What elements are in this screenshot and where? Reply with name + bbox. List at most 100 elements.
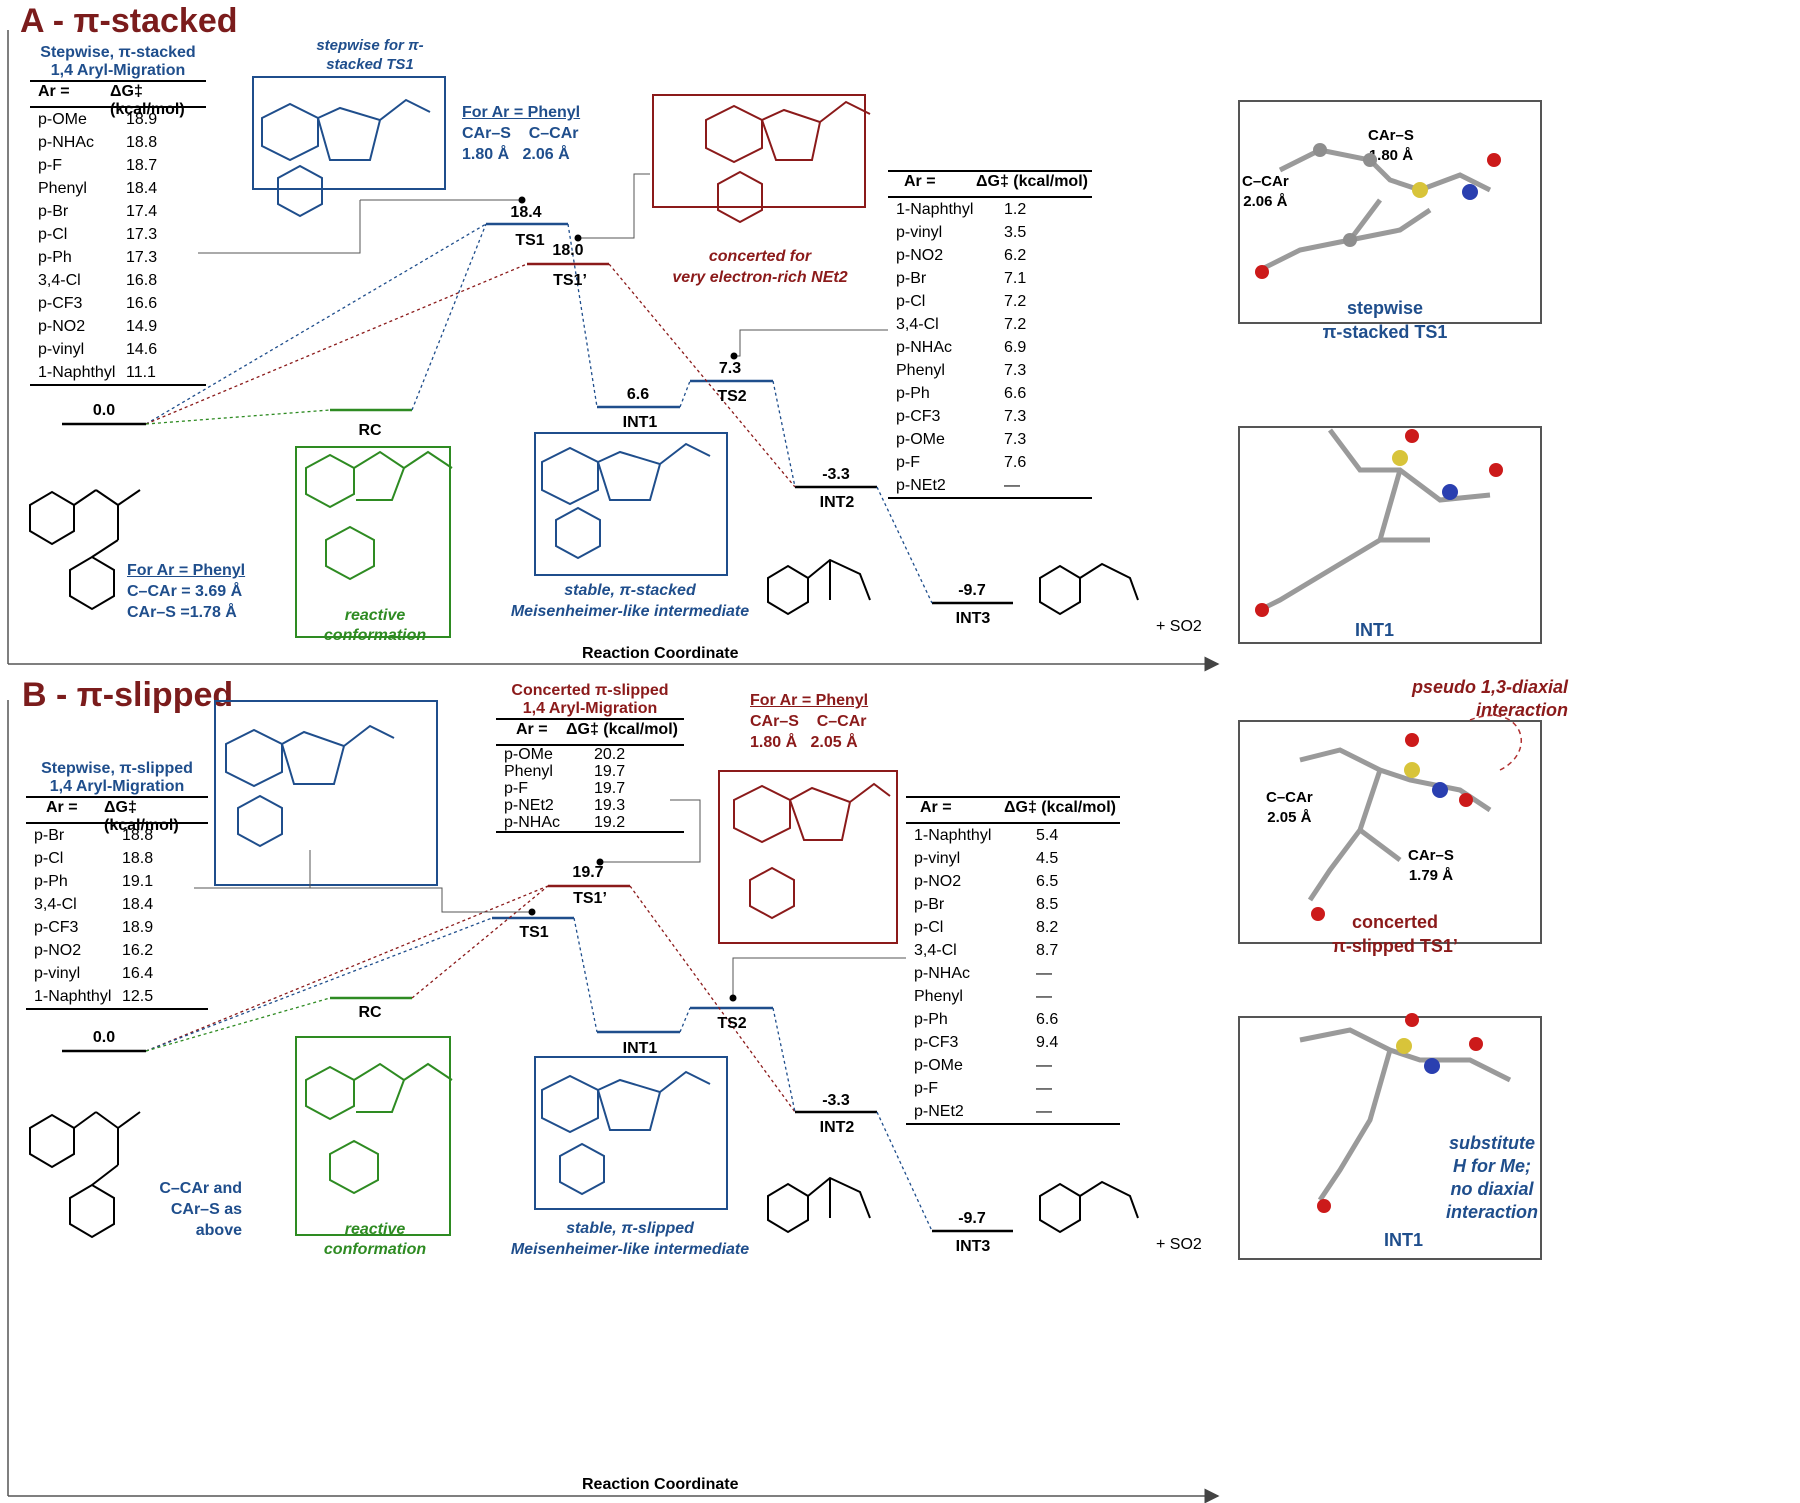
b-ts1p-3d-caption: concerted π-slipped TS1’: [1310, 910, 1480, 958]
cell-dg: 18.8: [126, 134, 158, 151]
panel-a-title: A - π-stacked: [20, 2, 238, 40]
b-3d-cc: C–CAr 2.05 Å: [1266, 788, 1313, 828]
level-a-ts1-label: TS1: [515, 232, 545, 249]
cell-ar: p-OMe: [38, 111, 87, 128]
caption-line: π-slipped TS1’: [1332, 936, 1458, 956]
b-phenyl-geom-box: For Ar = Phenyl CAr–S C–CAr 1.80 Å 2.05 …: [750, 690, 868, 753]
note-line: concerted for: [708, 248, 812, 265]
cell-dg: —: [1036, 965, 1052, 982]
table-row: p-NHAc—: [906, 962, 1120, 985]
diaxial-note: pseudo 1,3-diaxial interaction: [1368, 676, 1568, 722]
cell-ar: 1-Naphthyl: [914, 827, 992, 844]
level-a-ts2-value: 7.3: [718, 360, 742, 377]
bond-value: 1.80 Å: [1368, 147, 1414, 164]
cell-ar: p-F: [896, 454, 920, 471]
structure-sketches: [29, 98, 1139, 1239]
col-header: Ar =: [46, 799, 78, 816]
table-title: Stepwise, π-stacked: [40, 44, 196, 61]
cell-ar: p-Br: [914, 896, 945, 913]
cell-dg: 7.6: [1004, 454, 1027, 471]
note-line: conformation: [323, 1241, 427, 1258]
level-a-int2-label: INT2: [819, 494, 855, 511]
table-row: p-OMe—: [906, 1054, 1120, 1077]
note-line: C–CAr and: [159, 1180, 242, 1197]
panel-b-left-table: Stepwise, π-slipped 1,4 Aryl-Migration A…: [26, 760, 208, 1010]
level-a-ts1p-label: TS1’: [553, 272, 587, 289]
cell-dg: 9.4: [1036, 1034, 1059, 1051]
bond-label: C–CAr: [1266, 789, 1313, 806]
cell-dg: 6.2: [1004, 247, 1027, 264]
cell-ar: p-NO2: [896, 247, 944, 264]
table-rule: [26, 1008, 208, 1010]
level-a-int1-value: 6.6: [626, 386, 650, 403]
ts1-3d-caption: stepwise π-stacked TS1: [1300, 296, 1470, 344]
bond-label: CAr–S: [1408, 847, 1454, 864]
cell-ar: p-F: [504, 780, 528, 797]
cell-dg: 17.3: [126, 226, 158, 243]
cell-ar: 3,4-Cl: [34, 896, 77, 913]
note-line: CAr–S as above: [170, 1201, 242, 1239]
level-a-ts1-value: 18.4: [510, 204, 542, 221]
bond-label: C–CAr: [1242, 173, 1289, 190]
cell-ar: p-NO2: [34, 942, 82, 959]
level-b-0-value: 0.0: [92, 1029, 116, 1046]
cell-ar: p-NHAc: [38, 134, 95, 151]
cell-dg: 3.5: [1004, 224, 1027, 241]
ts1-3d-bracket: [1238, 100, 1542, 324]
cell-dg: 18.4: [122, 896, 154, 913]
level-b-ts1-label: TS1: [519, 924, 549, 941]
substitute-note: substitute H for Me; no diaxial interact…: [1432, 1132, 1552, 1224]
level-b-int2-value: -3.3: [822, 1092, 850, 1109]
cell-dg: 7.2: [1004, 293, 1027, 310]
int1-3d-bracket: [1238, 426, 1542, 644]
cell-dg: —: [1004, 477, 1020, 494]
note-line: stable, π-slipped: [566, 1220, 694, 1237]
table-rule: [496, 831, 684, 833]
cell-dg: 11.1: [126, 364, 156, 381]
cell-dg: 8.2: [1036, 919, 1059, 936]
table-row: p-NEt2 19.3: [496, 797, 684, 814]
cell-ar: p-NO2: [914, 873, 962, 890]
cell-ar: p-vinyl: [914, 850, 961, 867]
cell-dg: 7.3: [1004, 431, 1027, 448]
geom-label: CAr–S: [462, 125, 511, 142]
table-title: 1,4 Aryl-Migration: [49, 778, 185, 795]
cell-ar: p-NEt2: [504, 797, 554, 814]
cell-ar: Phenyl: [914, 988, 963, 1005]
cell-ar: p-Br: [34, 827, 65, 844]
cell-dg: 6.9: [1004, 339, 1027, 356]
col-header: Ar =: [38, 83, 70, 100]
cell-dg: 19.3: [594, 797, 626, 814]
table-row: 1-Naphthyl 11.1: [30, 361, 206, 384]
level-b-int1-label: INT1: [622, 1040, 658, 1057]
cell-ar: p-NO2: [38, 318, 86, 335]
level-a-ts2-label: TS2: [717, 388, 747, 405]
table-row: p-NHAc 18.8: [30, 131, 206, 154]
panel-a-left-table: Stepwise, π-stacked 1,4 Aryl-Migration A…: [30, 44, 206, 386]
cell-ar: p-Br: [38, 203, 69, 220]
geom-label: C–CAr: [528, 125, 579, 142]
ts1-3d-cs: CAr–S 1.80 Å: [1368, 126, 1414, 166]
cell-ar: p-vinyl: [896, 224, 943, 241]
cell-dg: 17.3: [126, 249, 158, 266]
cell-ar: 3,4-Cl: [896, 316, 939, 333]
cell-ar: p-NEt2: [914, 1103, 964, 1120]
col-header: ΔG‡ (kcal/mol): [104, 799, 179, 834]
diaxial-arc: [1469, 714, 1522, 771]
note-line: conformation: [323, 627, 427, 644]
cell-ar: 1-Naphthyl: [38, 364, 116, 381]
concerted-note: concerted for very electron-rich NEt2: [630, 246, 890, 288]
